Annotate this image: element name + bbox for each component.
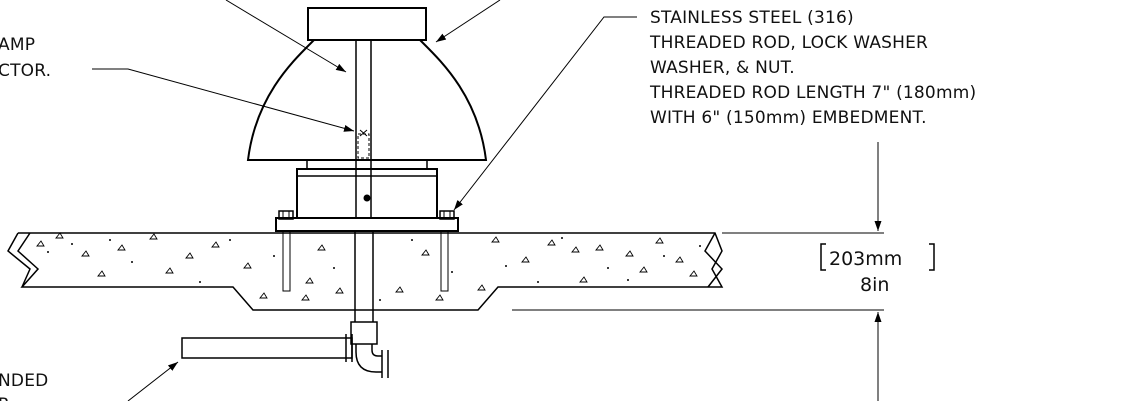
rod-spec-line1: STAINLESS STEEL (316): [650, 8, 854, 28]
dimension-slab-thickness: [512, 142, 935, 401]
rod-spec-line5: WITH 6" (150mm) EMBEDMENT.: [650, 108, 927, 128]
concrete-aggregate: [36, 232, 698, 301]
leader-lines: [92, 0, 637, 401]
rod-spec-line2: THREADED ROD, LOCK WASHER: [649, 33, 928, 53]
bottom-left-label-line2: R: [0, 395, 10, 401]
bottom-left-label-line1: NDED: [0, 371, 48, 391]
clamp-label-line2: CTOR.: [0, 61, 51, 81]
clamp-label-line1: AMP: [0, 35, 35, 55]
rod-spec-line4: THREADED ROD LENGTH 7" (180mm): [649, 83, 976, 103]
base-assembly: [275, 159, 459, 232]
concrete-slab: [7, 232, 724, 311]
dimension-imperial: 8in: [860, 274, 889, 296]
dome-housing: [246, 7, 488, 218]
dimension-metric: 203mm: [829, 248, 902, 270]
anchor-bolts: [282, 230, 449, 292]
drain-pipe: [181, 231, 389, 378]
rod-spec-line3: WASHER, & NUT.: [650, 58, 795, 78]
